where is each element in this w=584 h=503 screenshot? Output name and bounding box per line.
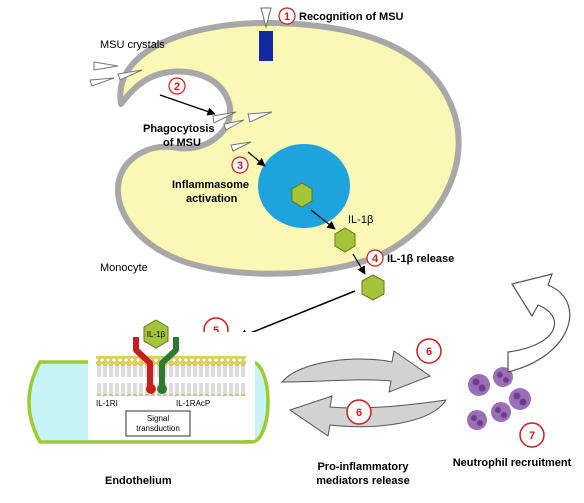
il1racp-label: IL-1RAcP [176,399,210,408]
step-4-number: 4 [372,253,379,265]
pro-inflammatory-label-1: Pro-inflammatory [317,461,409,473]
step-1-number: 1 [284,11,290,23]
step-6-bottom-number: 6 [356,407,362,419]
neutrophil-cell [467,410,487,430]
msu-crystal [230,141,252,152]
step-5-number: 5 [213,325,219,337]
monocyte-label: Monocyte [100,262,148,274]
phagocytosis-arrow [159,94,216,116]
step-1: 1 [278,7,296,25]
endothelium-label: Endothelium [105,475,172,487]
inflammasome-label-1: Inflammasome [172,179,249,191]
msu-crystals-label: MSU crystals [100,39,165,51]
pro-inflammatory-label-2: mediators release [316,475,410,487]
il1ri-receptor [133,337,156,394]
neutrophil-cell [509,388,531,410]
il1b-bound [143,319,169,349]
il1ri-label: IL-1RI [96,399,118,408]
msu-crystal-recognition [260,7,272,29]
msu-crystal [247,111,273,123]
step-6-top: 6 [416,338,442,364]
il1b-arrow [310,209,336,230]
step-7: 7 [519,422,545,448]
inflammasome-arrow [247,151,266,167]
neutrophil-cell [468,374,490,396]
msu-crystal [89,77,115,87]
recruitment-loop-arrow [507,273,571,373]
neutrophil-cell [491,402,511,422]
msu-crystal [223,119,245,131]
phagocytosis-label-1: Phagocytosis [143,123,215,135]
il1racp-receptor [157,337,179,394]
step-2-number: 2 [174,81,180,93]
to-endothelium-arrow [237,290,356,340]
msu-crystal [117,69,143,81]
phagocytosis-label-2: of MSU [163,137,201,149]
step-2: 2 [168,77,186,95]
il1b-bound-label: IL-1β [147,330,166,339]
neutrophil-label: Neutrophil recruitment [453,457,572,469]
cycle-arrow-top [280,350,432,393]
il1b-release-label: IL-1β release [387,253,454,265]
signal-label-1: Signal [147,414,169,423]
signal-box [125,410,191,437]
signal-label-2: transduction [136,424,180,433]
recognition-label: Recognition of MSU [299,11,404,23]
neutrophils [467,367,531,430]
step-6-bottom: 6 [346,399,372,425]
step-3: 3 [231,156,249,174]
il1b-molecule-released [361,274,385,301]
step-3-number: 3 [237,160,243,172]
il1b-release-arrow [352,253,366,275]
lipid-bilayer [96,356,246,396]
msu-receptor [259,31,273,61]
step-6-top-number: 6 [426,346,432,358]
msu-crystal [212,111,237,124]
il1b-molecule [291,182,313,208]
inflammasome-label-2: activation [186,193,238,205]
msu-crystals-group [89,61,273,152]
step-4: 4 [366,249,384,267]
msu-crystal [93,61,119,71]
il1b-molecule [334,227,356,253]
il1b-label: IL-1β [348,214,373,226]
step-7-number: 7 [529,430,535,442]
